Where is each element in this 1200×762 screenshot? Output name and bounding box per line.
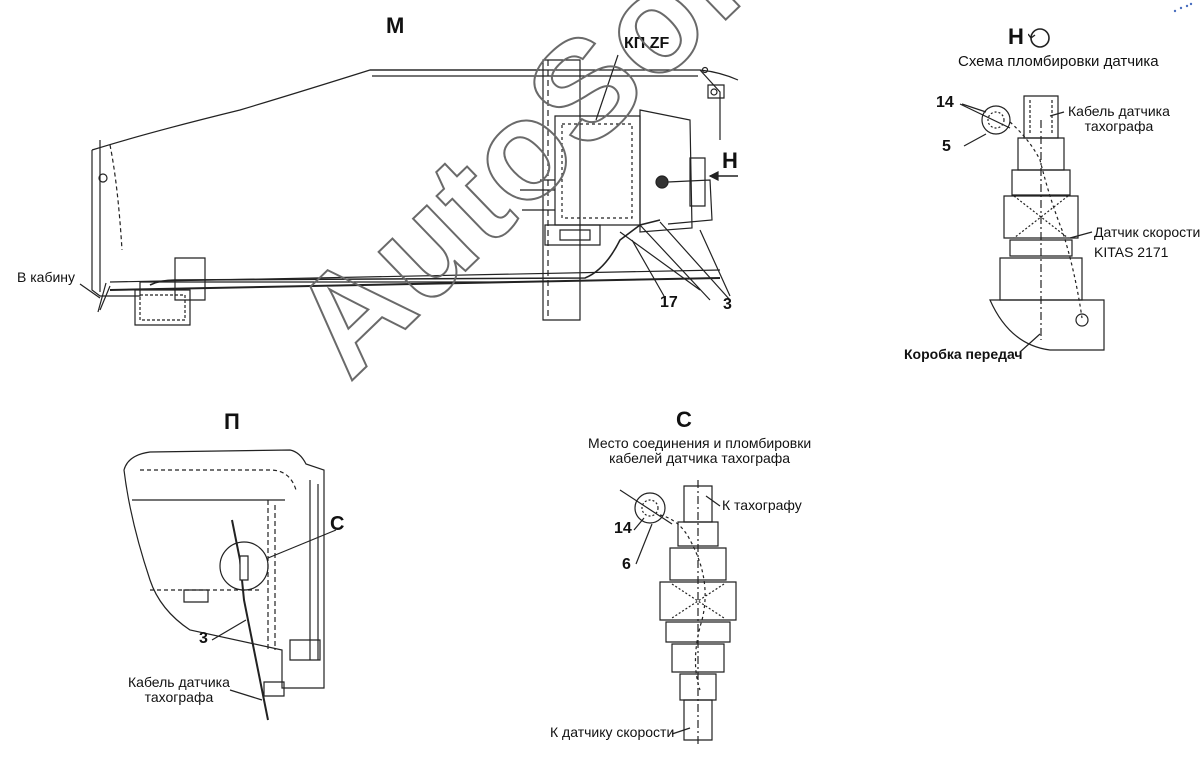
callout-3-p: 3 (199, 630, 208, 647)
cable-label-p: Кабель датчика тахографа (128, 674, 230, 705)
view-m-title: М (386, 13, 405, 38)
view-p-title: П (224, 409, 240, 434)
sensor-label: Датчик скорости KITAS 2171 (1094, 224, 1200, 260)
view-c-drawing (619, 480, 737, 746)
callout-3-m: 3 (723, 296, 732, 313)
gearbox-label: Коробка передач (904, 346, 1023, 362)
cable-label-n: Кабель датчика тахографа (1068, 103, 1170, 134)
callout-17: 17 (660, 294, 678, 311)
view-c-subtitle: Место соединения и пломбировки кабелей д… (588, 435, 812, 466)
to-cab-label: В кабину (17, 269, 76, 285)
gearbox-zf-label: КП ZF (624, 35, 670, 52)
detail-c-label: С (330, 513, 345, 535)
callout-14-c: 14 (614, 520, 632, 537)
rotation-icon (1028, 28, 1050, 48)
callout-6: 6 (622, 556, 631, 573)
view-n-title: Н (1008, 24, 1024, 49)
callout-14-n: 14 (936, 94, 954, 111)
view-n-arrow-label: Н (722, 148, 738, 173)
callout-5: 5 (942, 138, 951, 155)
view-n-drawing (959, 95, 1105, 353)
to-tachograph-label: К тахографу (722, 497, 802, 513)
view-m-drawing (79, 54, 739, 326)
corner-mark-icon (1173, 2, 1193, 13)
view-p-drawing (123, 449, 337, 721)
view-n-subtitle: Схема пломбировки датчика (958, 53, 1159, 70)
to-speed-sensor-label: К датчику скорости (550, 724, 675, 740)
view-c-title: С (676, 407, 692, 432)
